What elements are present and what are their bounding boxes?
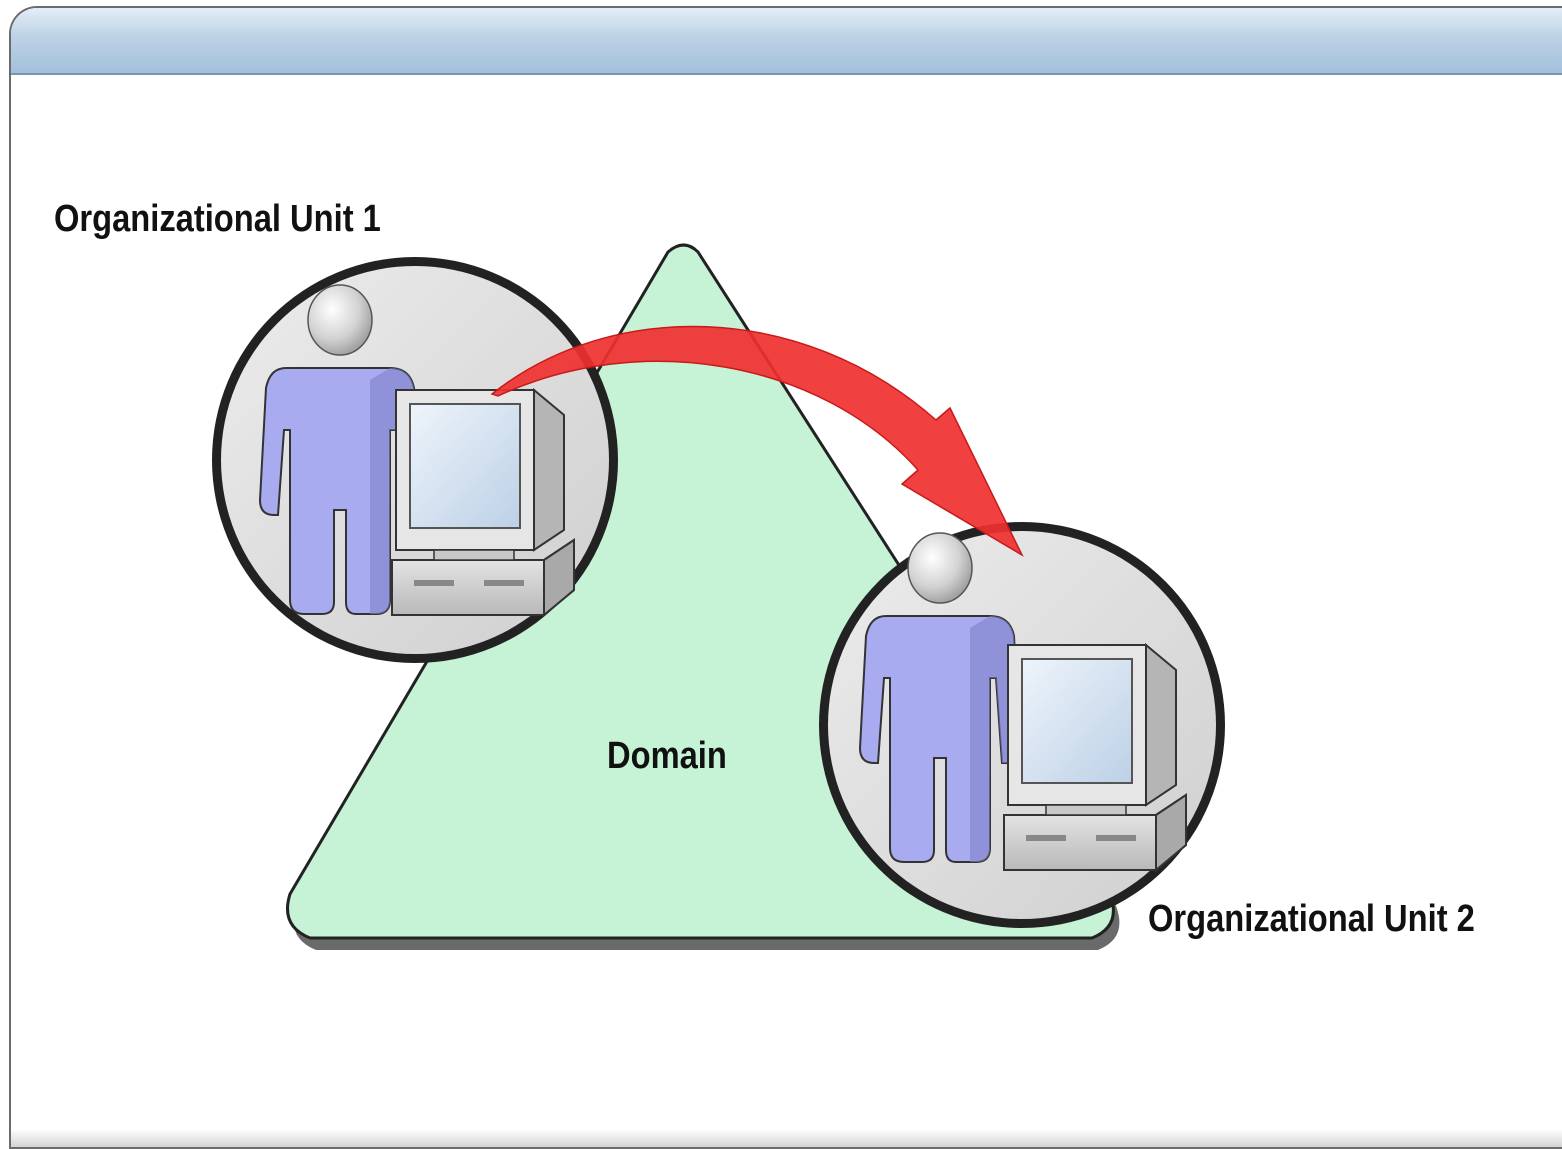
ou1-label: Organizational Unit 1 xyxy=(54,198,381,240)
move-arrow-icon xyxy=(490,325,1024,557)
domain-label: Domain xyxy=(607,735,727,777)
computer-icon xyxy=(391,389,575,616)
ou2-label: Organizational Unit 2 xyxy=(1148,898,1475,940)
header-band xyxy=(11,8,1562,75)
computer-icon xyxy=(1003,644,1187,871)
bottom-shade xyxy=(11,1129,1562,1147)
